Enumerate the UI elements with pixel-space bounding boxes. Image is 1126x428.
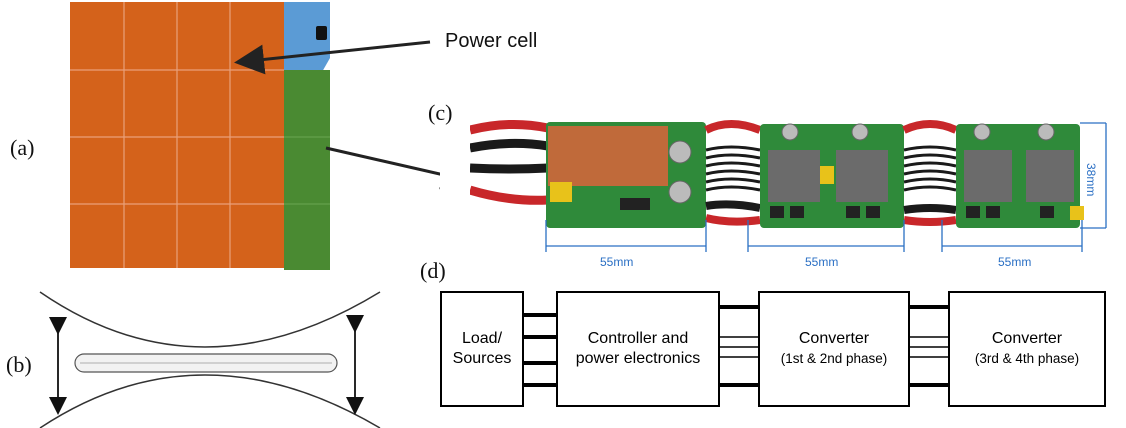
converter-1-block: Converter (1st & 2nd phase) bbox=[758, 291, 910, 407]
block-line: Sources bbox=[452, 350, 512, 367]
battery-pack-render bbox=[70, 2, 440, 270]
dimension-width-1: 55mm bbox=[600, 255, 634, 269]
panel-label-d: (d) bbox=[420, 258, 446, 283]
panel-label-c: (c) bbox=[428, 100, 453, 125]
cell-cross-section bbox=[39, 291, 381, 428]
block-line: Converter bbox=[798, 330, 870, 347]
dimension-height: 38mm bbox=[1084, 163, 1098, 197]
power-cell-label: Power cell bbox=[445, 30, 538, 52]
upper-curve bbox=[39, 291, 381, 348]
module-to-pcb-arrow bbox=[325, 146, 440, 190]
pcb-modules-photo bbox=[470, 119, 1107, 252]
controller-block: Controller and power electronics bbox=[556, 291, 720, 407]
block-line: (3rd & 4th phase) bbox=[974, 351, 1080, 366]
dimension-width-2: 55mm bbox=[805, 255, 839, 269]
block-line: (1st & 2nd phase) bbox=[780, 351, 888, 366]
panel-label-b: (b) bbox=[6, 352, 32, 377]
converter-2-block: Converter (3rd & 4th phase) bbox=[948, 291, 1106, 407]
block-line: power electronics bbox=[575, 350, 701, 367]
block-line: Load/ bbox=[461, 330, 503, 347]
lower-curve bbox=[39, 374, 381, 428]
connector-icon bbox=[316, 26, 327, 40]
block-line: Controller and bbox=[587, 330, 689, 347]
dimension-width-3: 55mm bbox=[998, 255, 1032, 269]
block-line: Converter bbox=[991, 330, 1063, 347]
block-connections bbox=[522, 305, 950, 387]
green-module bbox=[284, 70, 330, 270]
copper-shield bbox=[548, 126, 668, 186]
load-sources-block: Load/Sources bbox=[440, 291, 524, 407]
panel-label-a: (a) bbox=[10, 135, 35, 160]
power-cell-arrow bbox=[234, 40, 431, 75]
